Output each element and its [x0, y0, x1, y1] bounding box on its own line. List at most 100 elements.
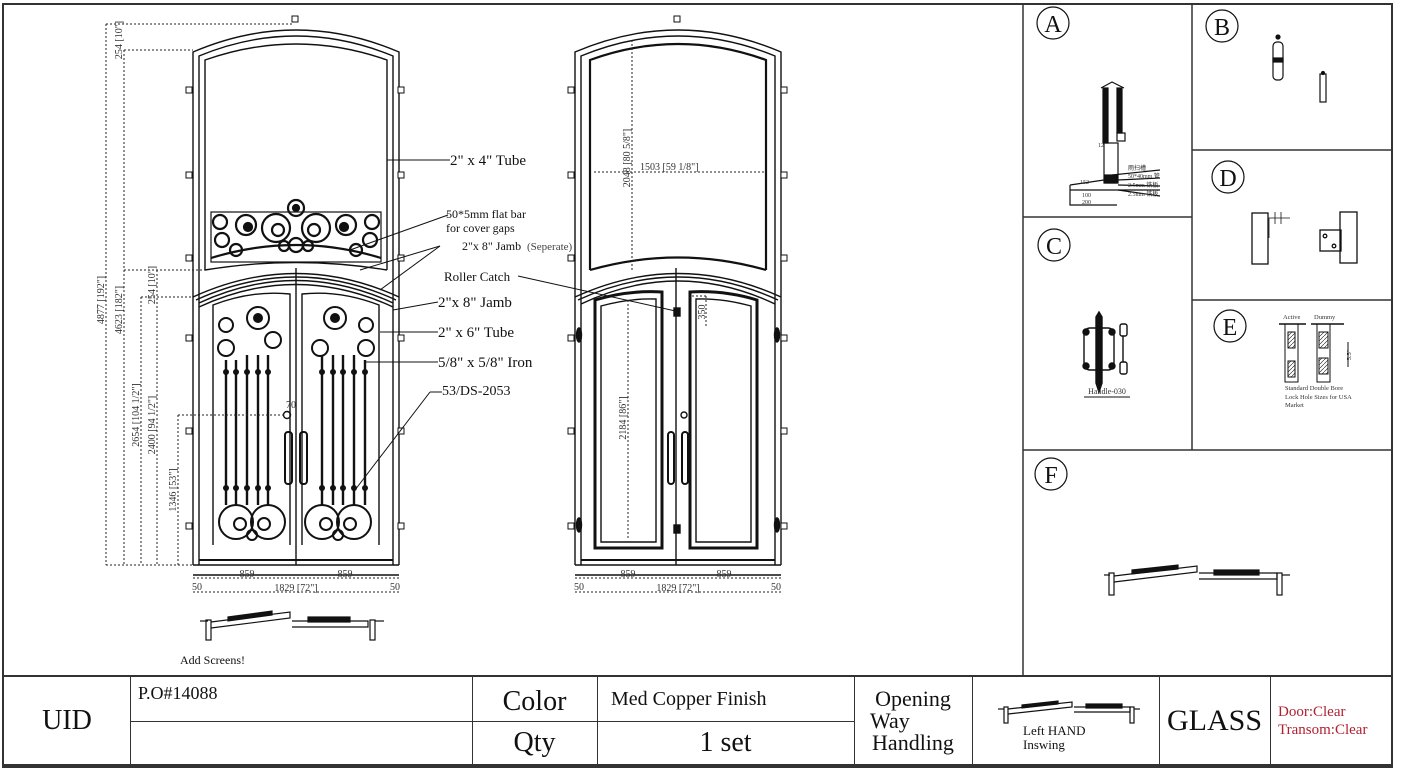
glass-label: GLASS — [1166, 703, 1263, 737]
badge-d — [1211, 160, 1245, 194]
dim-side-right: 50 — [390, 582, 400, 593]
po-second-row — [130, 721, 472, 764]
dim-leaf-right: 859 — [338, 569, 353, 580]
glass-transom: Transom:Clear — [1278, 721, 1368, 738]
detail-b-hinges — [1272, 34, 1327, 103]
dim-lock-height: 1346 [53"] — [168, 468, 179, 511]
label-jamb-separate-suffix: (Seperate) — [527, 241, 573, 253]
label-iron: 5/8" x 5/8" Iron — [438, 355, 533, 371]
detail-a-note-4: 2.5mm 铁板 — [1128, 190, 1158, 198]
dim-overall-width: 1829 [72"] — [274, 583, 317, 594]
detail-c-handle — [1082, 310, 1130, 398]
detail-e-text: Active Dummy 5.5" Standard Double Bore L… — [1283, 314, 1353, 409]
rear-dimension-text: 2048 [80 5/8"] 1503 [59 1/8"] 2184 [86"]… — [574, 129, 781, 594]
detail-a-dim-2: 100 — [1082, 193, 1091, 199]
detail-e-caption-1: Standard Double Bore — [1285, 385, 1343, 392]
label-tube-2x4: 2" x 4" Tube — [450, 153, 526, 169]
dim-lock-backset: 70 — [286, 400, 296, 411]
handing-line-1: Left HAND — [1023, 723, 1086, 738]
handing-text: Left HAND Inswing — [1023, 724, 1085, 752]
detail-a-note-2: 50*40mm 管 — [1128, 172, 1160, 180]
rear-dimension-lines — [575, 40, 781, 593]
uid-label: UID — [42, 704, 92, 736]
dim-transom-width: 1503 [59 1/8"] — [640, 162, 699, 173]
detail-badge-letters: A B C D E F — [1044, 12, 1237, 489]
detail-a-note-3: 2.5mm 铁板 — [1128, 181, 1158, 189]
detail-e-title: E — [1223, 315, 1238, 341]
handing-swing-icon — [998, 700, 1140, 724]
detail-badges — [1034, 6, 1247, 491]
dim-side-left: 50 — [192, 582, 202, 593]
dim-roller-offset: 350 — [697, 305, 708, 320]
front-inner-frame — [198, 35, 394, 565]
detail-e-caption-3: Market — [1285, 402, 1304, 409]
dim-top-arch: 254 [10"] — [114, 21, 125, 59]
detail-a-dim-1: 152 — [1080, 180, 1089, 186]
detail-d-title: D — [1219, 166, 1236, 192]
badge-e — [1213, 309, 1247, 343]
front-labels: 2" x 4" Tube 50*5mm flat bar for cover g… — [438, 153, 573, 399]
detail-c-caption: Handle-030 — [1088, 387, 1126, 396]
qty-label: Qty — [513, 726, 556, 758]
handing-cell: Left HAND Inswing — [972, 677, 1159, 764]
color-value: Med Copper Finish — [611, 687, 767, 710]
rear-anchor-markers — [567, 15, 788, 530]
opening-way-label: Opening Way Handling — [854, 677, 972, 764]
qty-value: 1 set — [699, 726, 752, 758]
glass-door: Door:Clear — [1278, 703, 1346, 720]
detail-a-section — [1069, 81, 1161, 206]
detail-a-dim-3: 200 — [1082, 200, 1091, 206]
front-leader-lines — [349, 159, 681, 491]
label-flat-bar-1: 50*5mm flat bar — [446, 207, 526, 221]
dim-leaf-left: 859 — [240, 569, 255, 580]
handing-line-2: Inswing — [1023, 737, 1065, 752]
front-dimension-text: 4877 [192"] 254 [10"] 4623 [182"] 2654 [… — [96, 21, 400, 594]
detail-d-bracket — [1251, 211, 1358, 265]
door-ironwork — [217, 306, 375, 541]
detail-e-dummy: Dummy — [1314, 314, 1336, 321]
detail-f-title: F — [1044, 463, 1057, 489]
detail-f-swing-plan — [1104, 564, 1290, 596]
dim-frame-height: 4623 [182"] — [114, 286, 125, 334]
label-model: 53/DS-2053 — [442, 384, 510, 399]
title-block: UID P.O#14088 Color Qty Med Copper Finis… — [2, 675, 1393, 766]
badge-a — [1036, 6, 1070, 40]
dim-transom-jamb: 254 [10"] — [147, 266, 158, 304]
detail-e-caption-2: Lock Hole Sizes for USA — [1285, 394, 1352, 401]
transom-scrollwork — [210, 198, 382, 263]
dim-overall-height: 4877 [192"] — [96, 276, 107, 324]
dim-rear-side-left: 50 — [574, 582, 584, 593]
label-tube-2x6: 2" x 6" Tube — [438, 325, 514, 341]
po-number: P.O#14088 — [138, 683, 218, 703]
dim-rear-leaf-left: 859 — [621, 569, 636, 580]
dim-glass-height: 2184 [86"] — [618, 396, 629, 439]
label-jamb-2x8: 2"x 8" Jamb — [438, 295, 512, 311]
dim-slab-height: 2400 [94 1/2"] — [147, 396, 158, 455]
color-label: Color — [502, 686, 567, 717]
badge-c — [1037, 228, 1071, 262]
front-handle-left — [284, 431, 293, 485]
detail-e-active: Active — [1283, 314, 1300, 321]
detail-a-notes: 雨扫槽 50*40mm 管 2.5mm 铁板 2.5mm 铁板 152 100 … — [1080, 143, 1160, 206]
dim-rear-overall-width: 1829 [72"] — [656, 583, 699, 594]
detail-grid — [1022, 4, 1393, 675]
glass-spec: Door:Clear Transom:Clear — [1270, 677, 1391, 764]
note-add-screens: Add Screens! — [180, 653, 245, 667]
front-view — [192, 29, 400, 576]
detail-a-dim-4: 12 — [1098, 143, 1104, 149]
dim-transom-height: 2048 [80 5/8"] — [622, 129, 633, 188]
opening-label-line-1: Opening — [875, 685, 951, 711]
badge-b — [1205, 9, 1239, 43]
detail-b-title: B — [1214, 15, 1230, 41]
rear-view — [574, 29, 782, 576]
front-outer-frame — [192, 29, 400, 565]
front-anchor-markers — [185, 15, 405, 530]
detail-c-title: C — [1046, 234, 1062, 260]
detail-e-dim-spacing: 5.5" — [1346, 349, 1353, 360]
label-jamb-separate: 2"x 8" Jamb — [462, 239, 521, 253]
detail-a-note-1: 雨扫槽 — [1128, 164, 1146, 172]
front-dimension-lines — [105, 23, 399, 593]
sheet-border — [2, 3, 1393, 768]
detail-e-bores — [1279, 323, 1349, 383]
